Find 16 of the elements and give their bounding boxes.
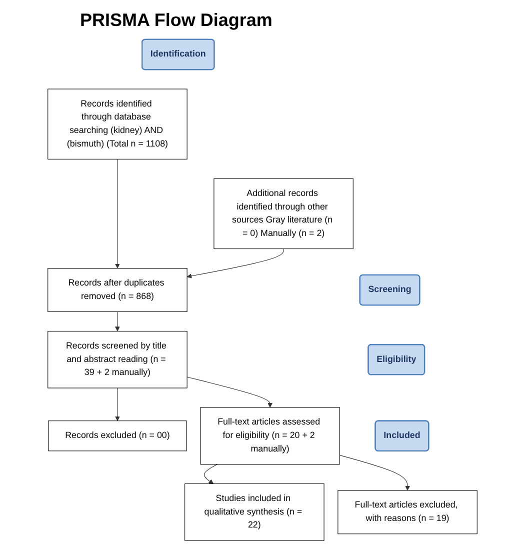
- arrow: [115, 311, 120, 332]
- arrow: [115, 388, 120, 422]
- node-box: Records excluded (n = 00): [48, 420, 187, 452]
- node-box: Records screened by title and abstract reading (n = 39 + 2 manually): [48, 330, 188, 388]
- arrow: [339, 454, 410, 491]
- arrow: [115, 158, 120, 268]
- arrow: [186, 248, 284, 278]
- node-box: Records identified through database searching (kidney) AND (bismuth) (Total n = 1108): [48, 88, 188, 160]
- node-box: Studies included in qualitative synthesis (n = 22): [184, 483, 324, 541]
- arrow: [186, 376, 272, 408]
- node-box: Full-text articles assessed for eligibility (n = 20 + 2 manually): [200, 407, 340, 465]
- arrow: [204, 464, 218, 484]
- node-box: Additional records identified through other sources Gray literature (n = 0) Manually (n = 2): [214, 178, 354, 250]
- node-box: Full-text articles excluded, with reasons (n = 19): [338, 490, 478, 534]
- node-box: Records after duplicates removed (n = 868): [48, 268, 188, 312]
- diagram-title: PRISMA Flow Diagram: [79, 9, 274, 32]
